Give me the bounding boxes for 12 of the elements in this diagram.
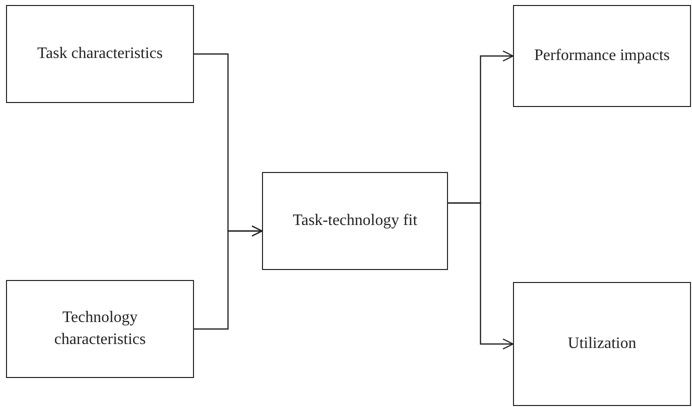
process-box	[262, 172, 448, 270]
box-label: Technology characteristics	[53, 308, 147, 350]
arrow	[194, 225, 263, 330]
arrow	[448, 202, 514, 350]
process-box	[6, 280, 194, 378]
process-box	[513, 5, 691, 107]
box-label: Performance impacts	[533, 46, 671, 66]
box-label: Task-technology fit	[292, 211, 418, 231]
process-box	[513, 282, 691, 406]
box-label: Utilization	[566, 334, 638, 354]
process-box	[6, 5, 194, 103]
box-label: Task characteristics	[36, 44, 164, 64]
